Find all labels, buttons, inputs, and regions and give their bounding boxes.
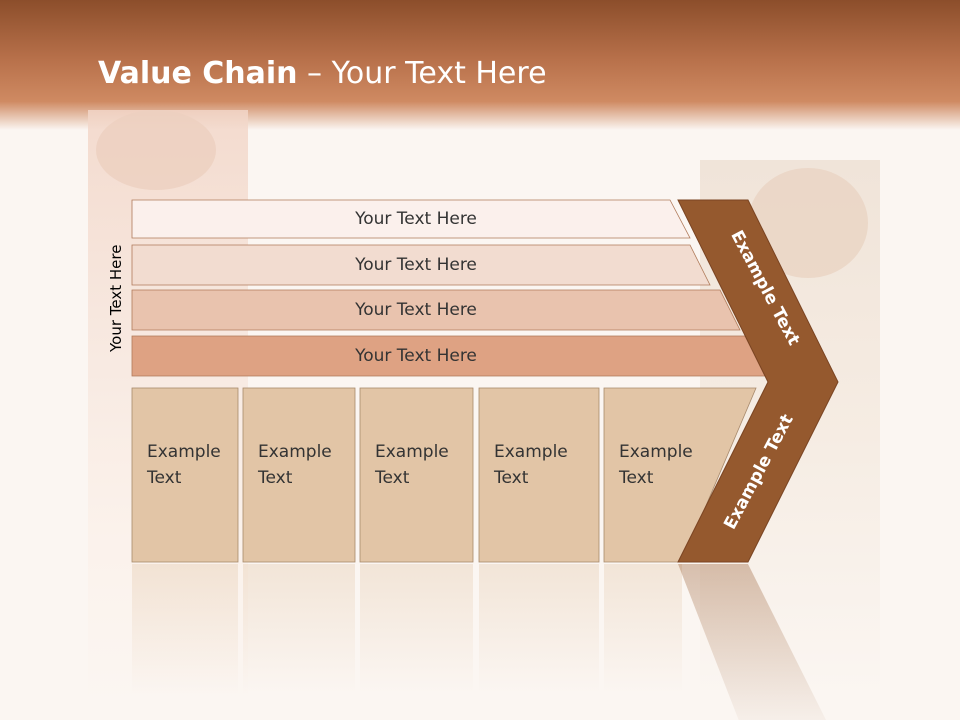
- column-label-line1: Example: [147, 442, 221, 462]
- column-box-2: [242, 387, 356, 563]
- column-label-line1: Example: [494, 442, 568, 462]
- column-label-line1: Example: [375, 442, 449, 462]
- column-label-line2: Text: [619, 468, 654, 488]
- column-reflection-3: [360, 564, 473, 694]
- column-label-line2: Text: [258, 468, 293, 488]
- column-reflection-2: [243, 564, 355, 694]
- column-reflection-5: [604, 564, 682, 694]
- column-label-line1: Example: [258, 442, 332, 462]
- column-box-1: [131, 387, 239, 563]
- column-reflection-4: [479, 564, 599, 694]
- column-reflection-1: [132, 564, 238, 694]
- header-band: [0, 0, 960, 130]
- chevron-reflection: [678, 564, 826, 720]
- column-label-line2: Text: [494, 468, 529, 488]
- column-label-line1: Example: [619, 442, 693, 462]
- column-label-line2: Text: [147, 468, 182, 488]
- value-bar-1: [131, 199, 691, 239]
- value-bar-2: [131, 244, 711, 286]
- value-bar-label-2: Your Text Here: [355, 255, 477, 275]
- value-bar-3: [131, 289, 741, 331]
- photo-face-girl: [96, 110, 216, 190]
- title-rest: – Your Text Here: [297, 56, 547, 91]
- column-box-4: [478, 387, 600, 563]
- title-bold: Value Chain: [98, 56, 298, 91]
- column-label-line2: Text: [375, 468, 410, 488]
- column-box-3: [359, 387, 474, 563]
- value-bar-label-1: Your Text Here: [355, 209, 477, 229]
- value-bar-label-3: Your Text Here: [355, 300, 477, 320]
- value-bar-label-4: Your Text Here: [355, 346, 477, 366]
- chevron-arrow: [677, 199, 839, 563]
- page-title: Value Chain – Your Text Here: [98, 56, 547, 91]
